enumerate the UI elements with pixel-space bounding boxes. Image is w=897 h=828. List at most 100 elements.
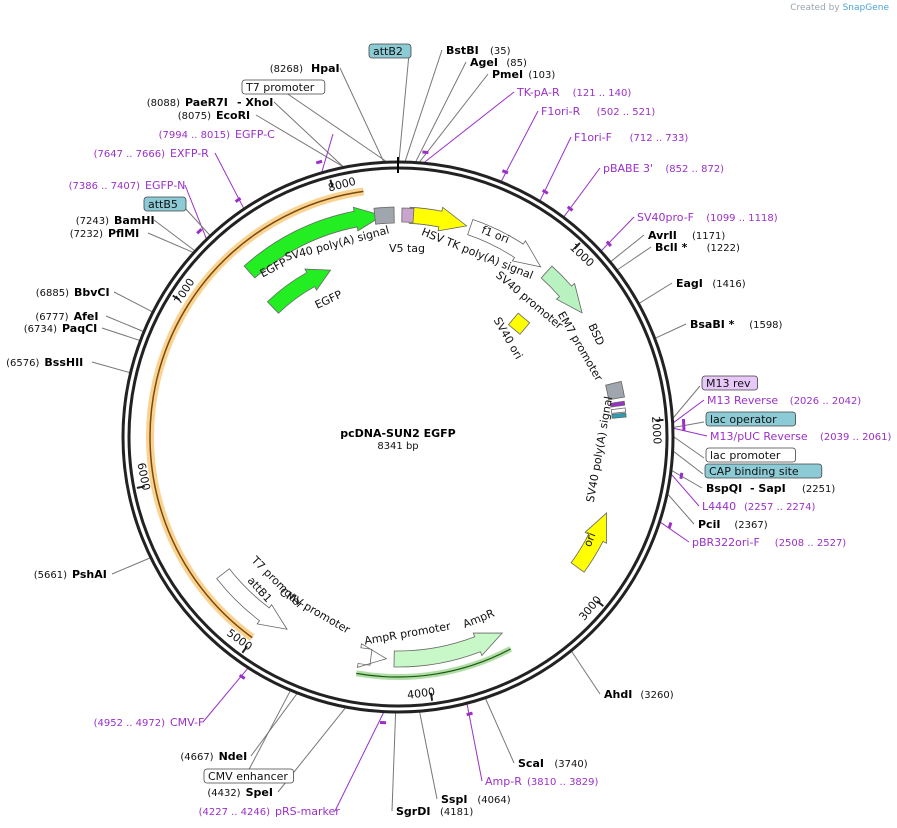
site-ahdi: AhdI (3260): [604, 688, 674, 701]
site-bamhi-pos: (7243): [76, 216, 109, 227]
cmv-promoter-arrow: [216, 568, 288, 630]
site-ahdi-pos: (3260): [640, 690, 673, 701]
sv40-polya-block-2: [605, 380, 625, 401]
v5-tag-block: [401, 207, 415, 223]
primer-tkpar-name: TK-pA-R: [516, 86, 560, 99]
label-attb5: attB5: [148, 198, 178, 211]
site-bspqi-name: BspQI: [706, 482, 742, 495]
lac-block: [610, 407, 627, 414]
site-paqci-pos: (6734): [24, 324, 57, 335]
primer-m13reverse-pos: (2026 .. 2042): [790, 396, 862, 407]
site-scai-pos: (3740): [554, 759, 587, 770]
primer-egfpc-name: EGFP-C: [235, 128, 275, 141]
tick-mark: [573, 242, 581, 250]
site-bstbi-name: BstBI: [446, 44, 479, 57]
primer-leader: [601, 216, 635, 251]
label-t7promoter-box: [241, 79, 326, 95]
site-pflmi-name: PflMI: [108, 227, 139, 240]
primer-mark: [667, 522, 673, 529]
leader-line: [673, 451, 704, 475]
egfp-orf-line: [149, 190, 364, 639]
primer-mark: [422, 150, 429, 155]
site-bstbi: BstBI(35): [446, 44, 511, 57]
site-avrii-pos: (1171): [692, 231, 725, 242]
primer-leader: [334, 712, 385, 812]
primer-leader: [424, 91, 515, 163]
site-avrii: AvrII(1171): [648, 229, 725, 242]
plasmid-length: 8341 bp: [377, 441, 418, 452]
label-lacpromoter: lac promoter: [710, 449, 781, 462]
ori-arrow: [570, 512, 608, 573]
primer-leader: [660, 521, 690, 543]
leader-line: [610, 234, 645, 262]
site-bspqi: BspQI- SapI(2251): [706, 482, 835, 495]
primer-mark: [681, 418, 686, 426]
leader-line: [250, 693, 298, 757]
site-bcli-pos: (1222): [707, 243, 740, 254]
primer-cmvf-pos: (4952 .. 4972): [94, 718, 166, 729]
tick-mark: [329, 179, 334, 188]
site-bcli-name: BclI *: [655, 241, 688, 254]
leader-line: [273, 101, 344, 167]
site-bcli: BclI * (1222): [655, 241, 740, 254]
sv40-ori-block: [507, 312, 531, 335]
tick-mark: [655, 418, 664, 422]
leader-line: [101, 327, 140, 341]
site-pflmi-pos: (7232): [70, 229, 103, 240]
egfp-arrow-outer: [243, 206, 384, 279]
ampr-arrow: [393, 632, 504, 668]
site-ahdi-name: AhdI: [604, 688, 632, 701]
leader-line: [673, 421, 705, 428]
ampr-promoter-arrow: [356, 643, 388, 669]
label-cmvenhancer-box: [203, 768, 294, 784]
leader-line: [243, 690, 291, 780]
feature-label-egfp-inner: EGFP: [313, 288, 345, 312]
primer-mark: [466, 711, 473, 717]
primer-leader: [539, 136, 572, 201]
tick-mark: [596, 600, 604, 607]
plasmid-name: pcDNA-SUN2 EGFP: [340, 427, 455, 440]
leader-line: [415, 61, 467, 162]
primer-ampr-name: Amp-R: [485, 775, 522, 788]
tick-mark: [241, 645, 248, 654]
primer-egfpc-pos: (7994 .. 8015): [159, 130, 231, 141]
primer-leader: [500, 110, 539, 182]
site-eagi-name: EagI: [676, 277, 703, 290]
sv40-promoter-arrow: [467, 219, 542, 268]
primer-pbabe3-name: pBABE 3': [603, 162, 653, 175]
primer-l4440-pos: (2257 .. 2274): [744, 502, 816, 513]
site-paqci-name: PaqCI: [62, 322, 97, 335]
site-ndei-pos: (4667): [180, 752, 213, 763]
primer-mark: [566, 205, 574, 212]
site-afei-name: AfeI: [74, 310, 99, 323]
label-lacoperator-box: [705, 411, 796, 427]
primer-leader: [202, 668, 249, 723]
site-paer7i-sep: - XhoI: [237, 96, 273, 109]
primer-pbr322orif-name: pBR322ori-F: [692, 536, 760, 549]
site-bbvci-name: BbvCI: [74, 286, 110, 299]
primer-f1orir-name: F1ori-R: [541, 105, 581, 118]
feature-label-ori: ori: [581, 531, 598, 549]
primer-pbabe3-pos: (852 .. 872): [665, 164, 724, 175]
primer-prsmarker-name: pRS-marker: [275, 805, 340, 818]
site-bamhi-name: BamHI: [114, 214, 155, 227]
primer-mark: [501, 169, 509, 175]
lac-block: [609, 400, 626, 408]
leader-line: [153, 219, 195, 251]
primer-mark: [234, 196, 242, 203]
site-sspi-pos: (4064): [477, 795, 510, 806]
snapgene-credit: Created by SnapGene: [790, 3, 889, 13]
primer-mark: [315, 159, 323, 165]
primer-l4440-name: L4440: [702, 500, 736, 513]
site-agei-name: AgeI: [470, 56, 498, 69]
site-ndei-name: NdeI: [219, 750, 248, 763]
primer-exfpr-name: EXFP-R: [170, 147, 209, 160]
leader-line: [147, 232, 194, 253]
label-attb5-box: [143, 196, 187, 212]
tick-label-4000: 4000: [406, 685, 435, 701]
tick-label-3000: 3000: [576, 593, 604, 623]
label-capbindingsite: CAP binding site: [709, 465, 799, 478]
site-agei-pos: (85): [506, 58, 527, 69]
primer-leader: [466, 704, 483, 782]
